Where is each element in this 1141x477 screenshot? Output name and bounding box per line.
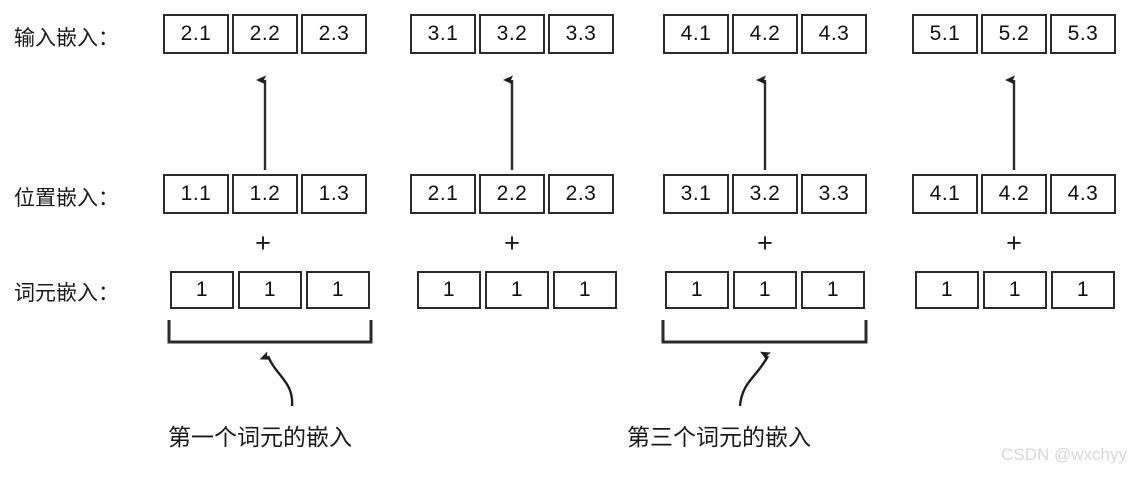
cell-pos-g2-c3: 2.3: [548, 174, 614, 214]
cell-pos-g1-c2: 1.2: [232, 174, 298, 214]
cell-token-g4-c2: 1: [983, 271, 1047, 309]
cell-pos-g2-c1: 2.1: [410, 174, 476, 214]
cell-pos-g2-c2: 2.2: [479, 174, 545, 214]
cell-input-g3-c1: 4.1: [663, 14, 729, 54]
caption-first-token-embedding: 第一个词元的嵌入: [168, 425, 352, 451]
cell-token-g1-c3: 1: [306, 271, 370, 309]
cell-input-g4-c3: 5.3: [1050, 14, 1116, 54]
cell-pos-g4-c1: 4.1: [912, 174, 978, 214]
cell-input-g1-c3: 2.3: [301, 14, 367, 54]
cell-input-g1-c1: 2.1: [163, 14, 229, 54]
callout-arrow-first-token: [259, 351, 294, 407]
cell-pos-g4-c2: 4.2: [981, 174, 1047, 214]
plus-operator-group-3: +: [757, 228, 773, 258]
cell-token-g2-c2: 1: [485, 271, 549, 309]
bracket-group-3: [661, 320, 868, 344]
row-label-positional-embedding: 位置嵌入：: [14, 186, 119, 210]
cell-input-g3-c2: 4.2: [732, 14, 798, 54]
cell-input-g4-c1: 5.1: [912, 14, 978, 54]
cell-pos-g4-c3: 4.3: [1050, 174, 1116, 214]
cell-token-g3-c1: 1: [665, 271, 729, 309]
cell-token-g2-c3: 1: [553, 271, 617, 309]
cell-token-g2-c1: 1: [417, 271, 481, 309]
cell-pos-g3-c3: 3.3: [801, 174, 867, 214]
bracket-group-1: [167, 320, 373, 344]
cell-input-g1-c2: 2.2: [232, 14, 298, 54]
cell-pos-g3-c2: 3.2: [732, 174, 798, 214]
cell-token-g1-c1: 1: [170, 271, 234, 309]
callout-arrow-third-token: [738, 351, 772, 407]
watermark: CSDN @wxchyy: [1001, 445, 1127, 464]
cell-pos-g3-c1: 3.1: [663, 174, 729, 214]
cell-token-g1-c2: 1: [238, 271, 302, 309]
cell-input-g2-c3: 3.3: [548, 14, 614, 54]
cell-pos-g1-c1: 1.1: [163, 174, 229, 214]
cell-token-g3-c3: 1: [801, 271, 865, 309]
cell-input-g2-c2: 3.2: [479, 14, 545, 54]
plus-operator-group-2: +: [504, 228, 520, 258]
cell-token-g3-c2: 1: [733, 271, 797, 309]
plus-operator-group-4: +: [1006, 228, 1022, 258]
cell-input-g3-c3: 4.3: [801, 14, 867, 54]
cell-input-g4-c2: 5.2: [981, 14, 1047, 54]
caption-third-token-embedding: 第三个词元的嵌入: [627, 425, 811, 451]
cell-token-g4-c1: 1: [915, 271, 979, 309]
plus-operator-group-1: +: [255, 228, 271, 258]
cell-pos-g1-c3: 1.3: [301, 174, 367, 214]
cell-input-g2-c1: 3.1: [410, 14, 476, 54]
row-label-input-embedding: 输入嵌入：: [14, 26, 119, 50]
row-label-token-embedding: 词元嵌入：: [14, 281, 119, 305]
cell-token-g4-c3: 1: [1051, 271, 1115, 309]
